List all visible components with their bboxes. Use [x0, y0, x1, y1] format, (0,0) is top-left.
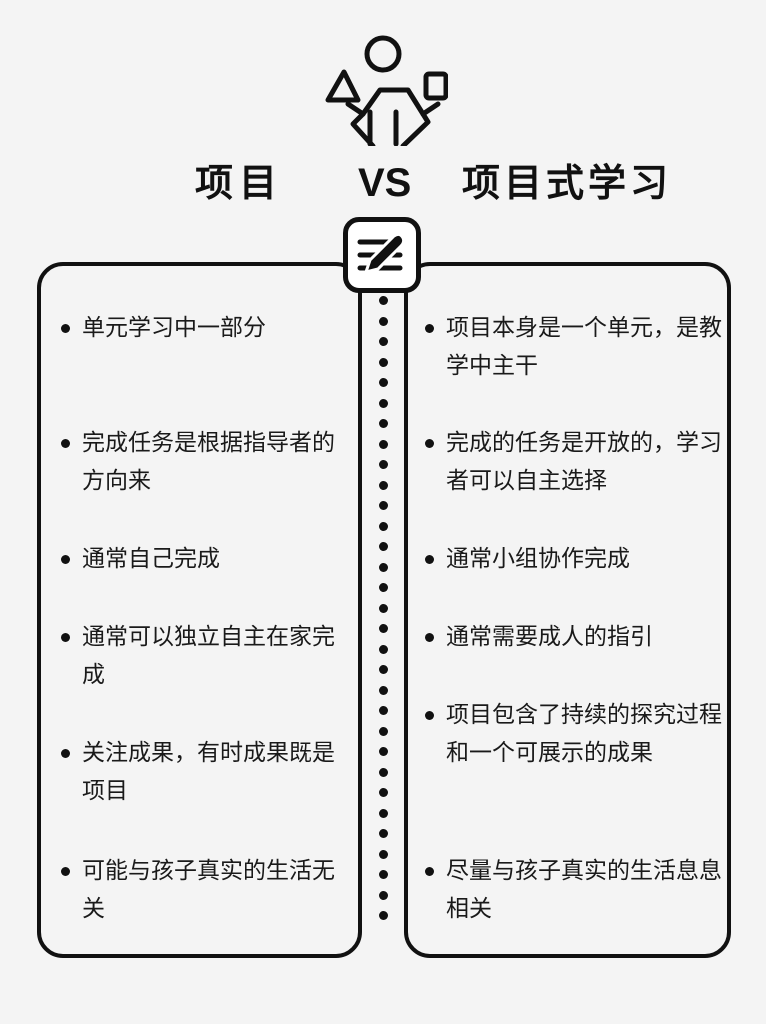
center-badge	[343, 217, 421, 293]
bullet-icon	[61, 749, 70, 758]
bullet-icon	[61, 555, 70, 564]
list-item: 关注成果，有时成果既是项目	[61, 734, 342, 810]
left-panel	[37, 262, 362, 958]
edit-note-icon	[357, 232, 406, 275]
list-item: 项目包含了持续的探究过程和一个可展示的成果	[425, 696, 726, 772]
list-item: 通常需要成人的指引	[425, 618, 726, 656]
list-item: 项目本身是一个单元，是教学中主干	[425, 309, 726, 385]
bullet-icon	[425, 555, 434, 564]
list-item: 通常小组协作完成	[425, 540, 726, 578]
list-item: 完成的任务是开放的，学习者可以自主选择	[425, 424, 726, 500]
list-item: 通常自己完成	[61, 540, 342, 578]
person-balancing-shapes-icon	[325, 35, 448, 146]
bullet-icon	[425, 439, 434, 448]
bullet-icon	[61, 867, 70, 876]
bullet-icon	[425, 633, 434, 642]
list-item: 单元学习中一部分	[61, 309, 342, 347]
bullet-icon	[425, 324, 434, 333]
vs-label: VS	[358, 161, 412, 205]
bullet-icon	[425, 711, 434, 720]
right-title: 项目式学习	[462, 161, 673, 205]
right-panel	[404, 262, 731, 958]
list-item: 尽量与孩子真实的生活息息相关	[425, 852, 726, 928]
dotted-divider	[377, 296, 389, 946]
list-item: 完成任务是根据指导者的方向来	[61, 424, 342, 500]
list-item: 可能与孩子真实的生活无关	[61, 852, 342, 928]
bullet-icon	[425, 867, 434, 876]
left-title: 项目	[195, 161, 284, 205]
bullet-icon	[61, 324, 70, 333]
bullet-icon	[61, 439, 70, 448]
list-item: 通常可以独立自主在家完成	[61, 618, 342, 694]
bullet-icon	[61, 633, 70, 642]
